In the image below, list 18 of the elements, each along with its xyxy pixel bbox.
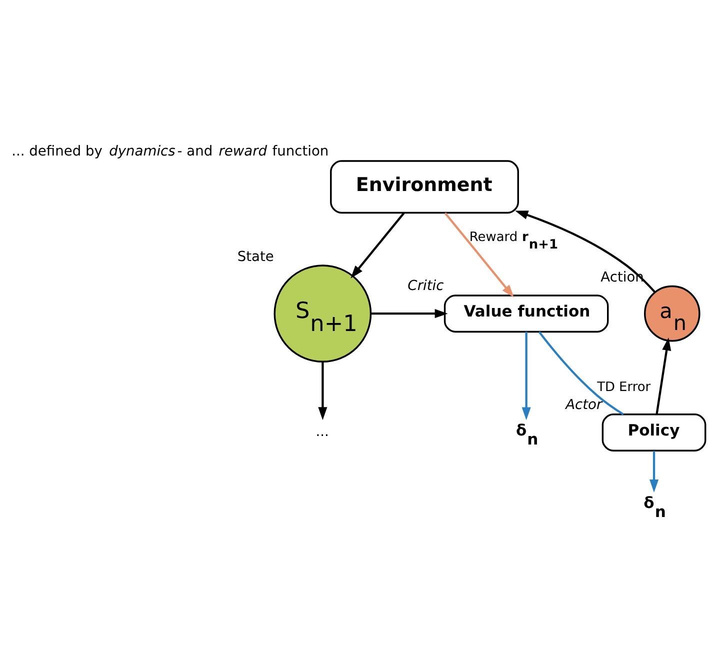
node-box: Value function [444, 294, 609, 333]
edge-label: TD Error [597, 380, 651, 396]
node-box: Environment [330, 160, 519, 214]
node-label: State [237, 248, 274, 265]
arrow [350, 212, 405, 278]
arrow [515, 210, 656, 293]
arrow [318, 362, 328, 420]
arrow [371, 309, 448, 318]
arrow [444, 212, 514, 298]
arrow [649, 450, 659, 493]
node-label: ... defined by dynamics- and reward function [12, 144, 329, 160]
arrow [522, 332, 531, 420]
arrow [656, 338, 672, 414]
node-label: Critic [408, 278, 444, 294]
node-text: ... [316, 424, 329, 440]
connector [538, 331, 624, 416]
node-label: Actor [566, 397, 602, 414]
node-box: Policy [602, 414, 706, 452]
